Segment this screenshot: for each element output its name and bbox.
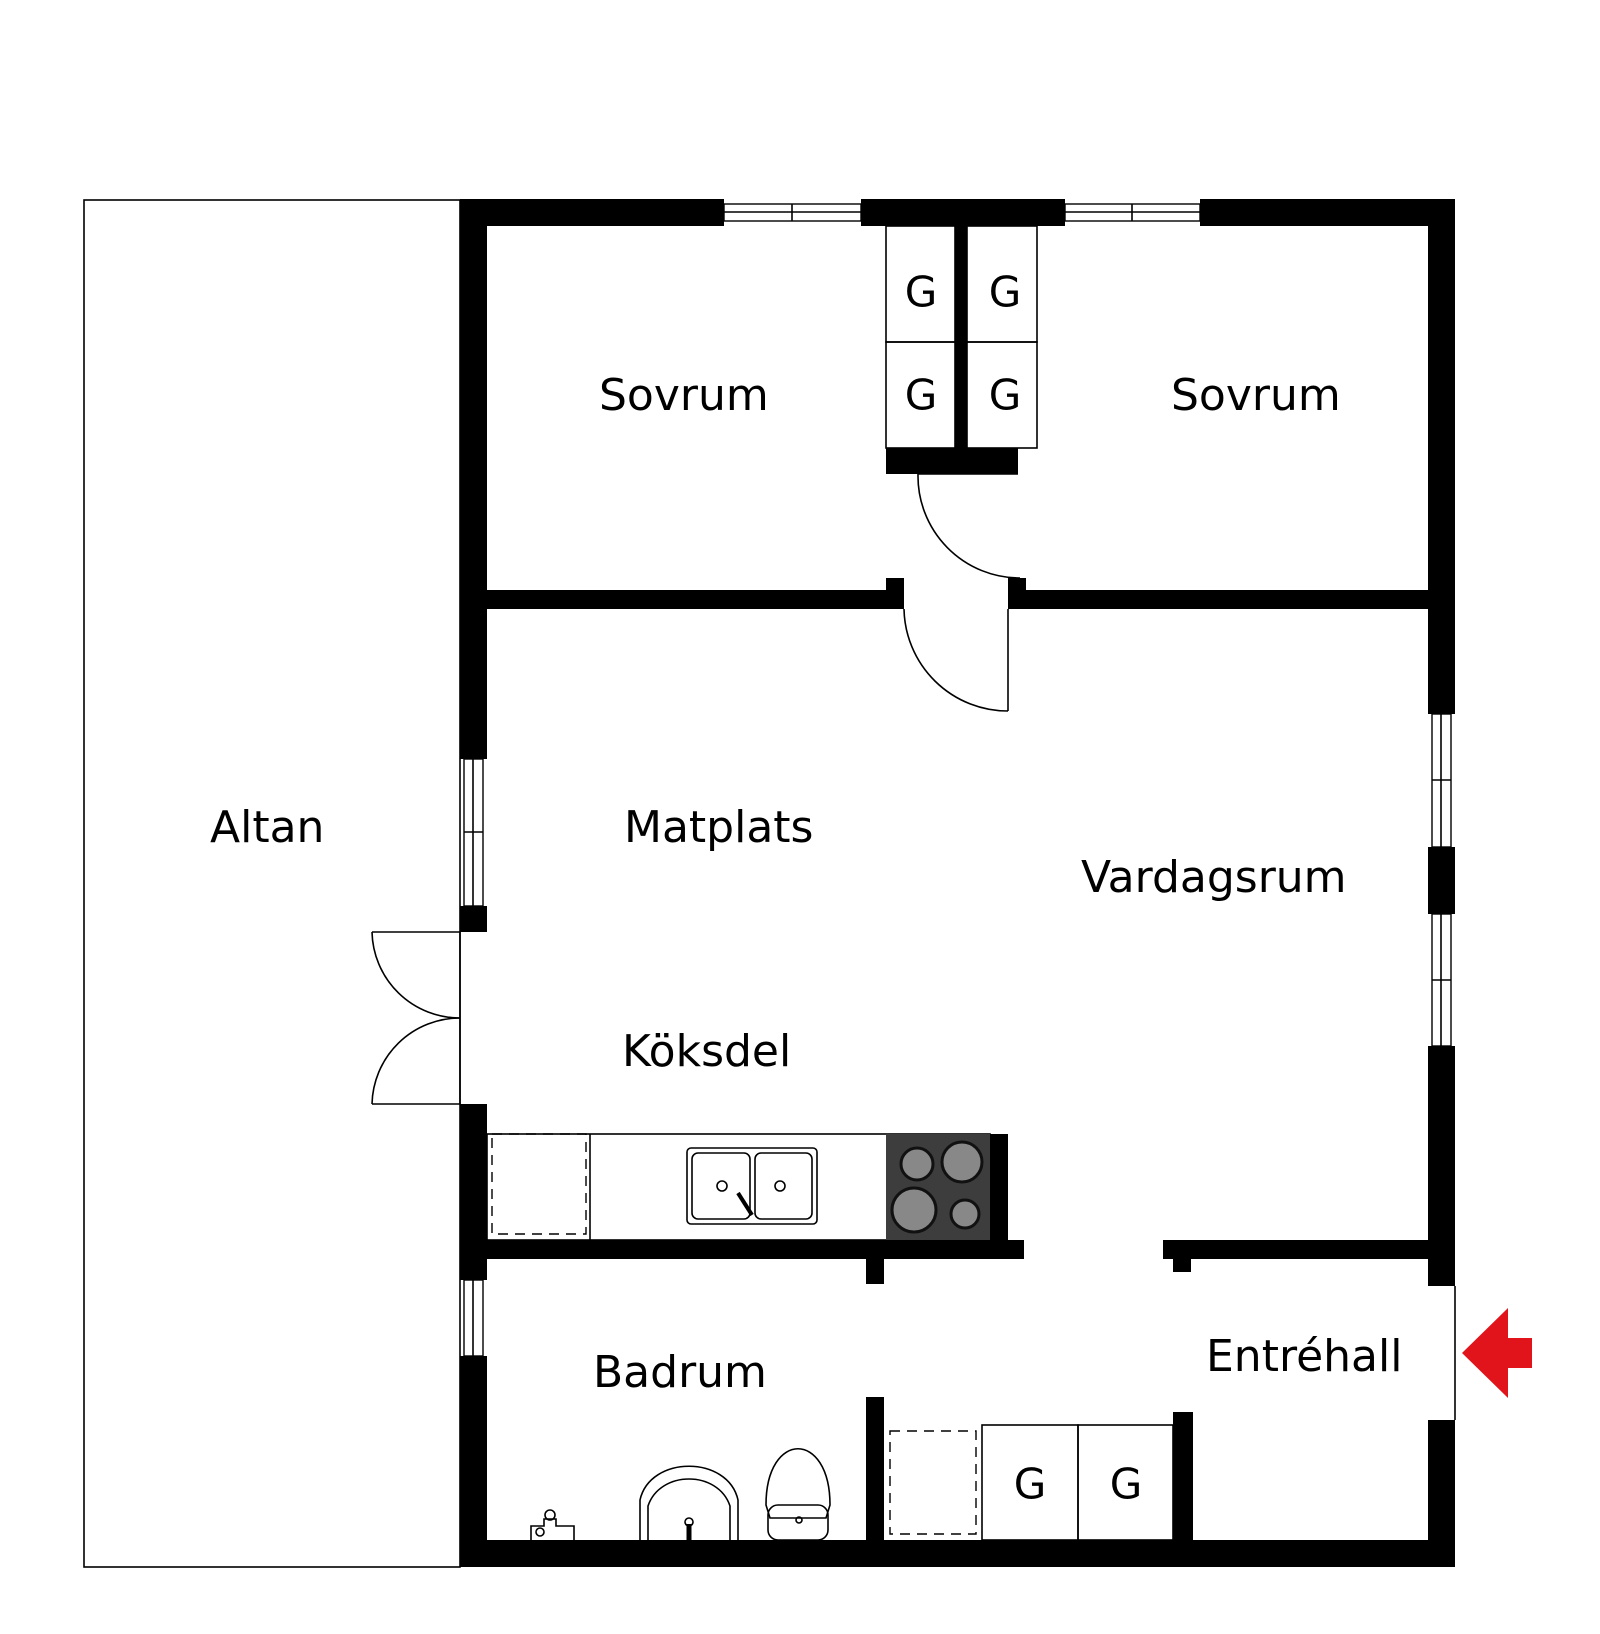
window-right-upper xyxy=(1431,713,1452,848)
room-label-badrum: Badrum xyxy=(593,1347,767,1398)
door-hallway xyxy=(903,608,1009,712)
wardrobe-label: G xyxy=(1110,1460,1143,1509)
altan-area xyxy=(83,199,461,1568)
door-patio-double xyxy=(371,931,461,1105)
wardrobe-label: G xyxy=(989,268,1022,317)
toilet-icon xyxy=(765,1448,831,1541)
room-label-entrehall: Entréhall xyxy=(1206,1331,1402,1382)
wardrobes-bedroom: G G G G xyxy=(885,225,1038,449)
kitchen-counter xyxy=(486,1133,991,1241)
room-label-vardagsrum: Vardagsrum xyxy=(1081,852,1347,903)
appliance-space xyxy=(491,1133,587,1235)
stove-icon xyxy=(886,1134,990,1240)
outer-walls xyxy=(460,199,1455,1567)
window-left xyxy=(463,758,484,907)
hall-closet: G G xyxy=(889,1424,1174,1541)
faucet-icon xyxy=(530,1509,575,1540)
window-bathroom xyxy=(463,1279,484,1357)
room-label-matplats: Matplats xyxy=(624,802,813,853)
wardrobe-label: G xyxy=(989,371,1022,420)
double-sink-icon xyxy=(686,1147,818,1225)
room-label-sovrum-left: Sovrum xyxy=(599,370,769,421)
window-right-lower xyxy=(1431,913,1452,1047)
entrance-arrow-icon xyxy=(1462,1308,1532,1398)
wardrobe-label: G xyxy=(905,371,938,420)
door-bedroom xyxy=(917,473,1021,579)
window-top-right xyxy=(1064,203,1201,222)
washbasin-icon xyxy=(639,1465,739,1540)
room-label-altan: Altan xyxy=(210,802,324,853)
window-top-left xyxy=(723,203,862,222)
interior-walls xyxy=(487,226,1428,1540)
room-label-koksdel: Köksdel xyxy=(622,1026,791,1077)
wardrobe-label: G xyxy=(905,268,938,317)
appliance-space xyxy=(889,1430,977,1535)
wardrobe-label: G xyxy=(1014,1460,1047,1509)
room-label-sovrum-right: Sovrum xyxy=(1171,370,1341,421)
